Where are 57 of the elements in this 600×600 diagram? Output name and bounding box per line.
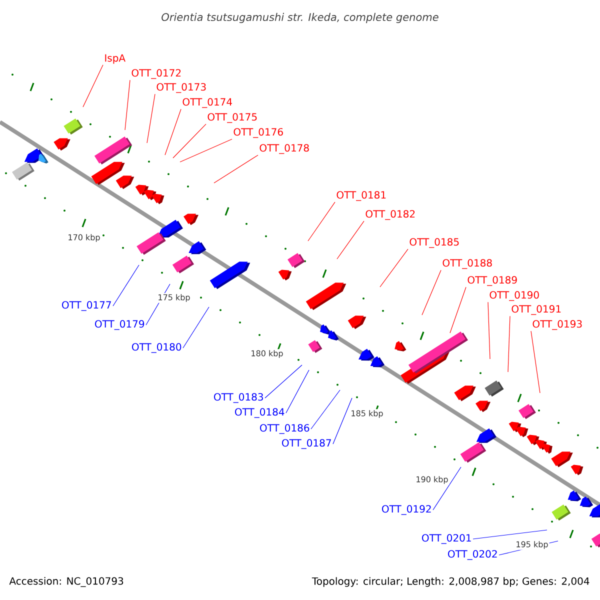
leader-line (82, 64, 104, 108)
scale-label: 170 kbp (66, 233, 102, 243)
gene-label: OTT_0178 (260, 144, 309, 154)
gene-label: OTT_0192 (382, 505, 431, 515)
leader-line (214, 154, 258, 184)
scale-label: 195 kbp (514, 540, 550, 550)
gene-label: OTT_0180 (132, 343, 182, 353)
gene-label: OTT_0185 (410, 238, 459, 248)
gene-label: OTT_0173 (156, 83, 206, 93)
leader-line (530, 330, 540, 394)
genome-info-text: Topology: circular; Length: 2,008,987 bp; Genes: 2,004 (312, 577, 590, 587)
gene-label: OTT_0177 (62, 301, 111, 311)
gene-label: OTT_0186 (260, 424, 310, 434)
gene-label: OTT_0190 (490, 291, 539, 301)
scale-label: 180 kbp (250, 349, 284, 359)
gene-label: OTT_0174 (182, 98, 232, 108)
gene-label: OTT_0202 (448, 550, 497, 560)
leader-line (112, 264, 140, 306)
leader-line (180, 138, 232, 162)
leader-line (488, 302, 490, 360)
gene-label: OTT_0188 (442, 259, 492, 269)
gene-label: OTT_0193 (532, 320, 582, 330)
gene-label: OTT_0183 (214, 393, 263, 403)
gene-label: OTT_0201 (422, 534, 471, 544)
gene-label: OTT_0184 (235, 408, 284, 418)
gene-label: OTT_0172 (132, 69, 181, 79)
leader-line (508, 316, 510, 372)
leader-line (472, 530, 548, 540)
title: Orientia tsutsugamushi str. Ikeda, complete genome (162, 12, 438, 24)
leader-line (336, 220, 364, 260)
gene-label: OTT_0176 (234, 128, 283, 138)
leader-line (450, 286, 466, 334)
leader-line (380, 248, 408, 288)
gene-label: IspA (105, 54, 126, 64)
leader-line (310, 390, 340, 430)
leader-line (422, 270, 442, 316)
leader-line (286, 370, 310, 414)
scale-label: 185 kbp (350, 409, 384, 419)
leader-line (172, 124, 206, 158)
accession-text: Accession: NC_010793 (9, 577, 124, 587)
leader-line (332, 398, 352, 444)
leader-line (124, 80, 130, 130)
gene-label: OTT_0189 (468, 276, 517, 286)
gene-label: OTT_0187 (282, 439, 331, 449)
gene-label: OTT_0181 (336, 191, 386, 201)
leader-line (182, 306, 210, 348)
leader-line (308, 202, 336, 242)
leader-line (264, 364, 302, 398)
gene-label: OTT_0175 (208, 113, 257, 123)
scale-label: 190 kbp (414, 475, 450, 485)
leader-line (146, 94, 156, 144)
gene-label: OTT_0179 (95, 320, 144, 330)
scale-label: 175 kbp (156, 293, 192, 303)
leader-line (432, 466, 462, 510)
leader-line (164, 108, 182, 156)
gene-label: OTT_0182 (366, 210, 415, 220)
gene-label: OTT_0191 (512, 305, 561, 315)
